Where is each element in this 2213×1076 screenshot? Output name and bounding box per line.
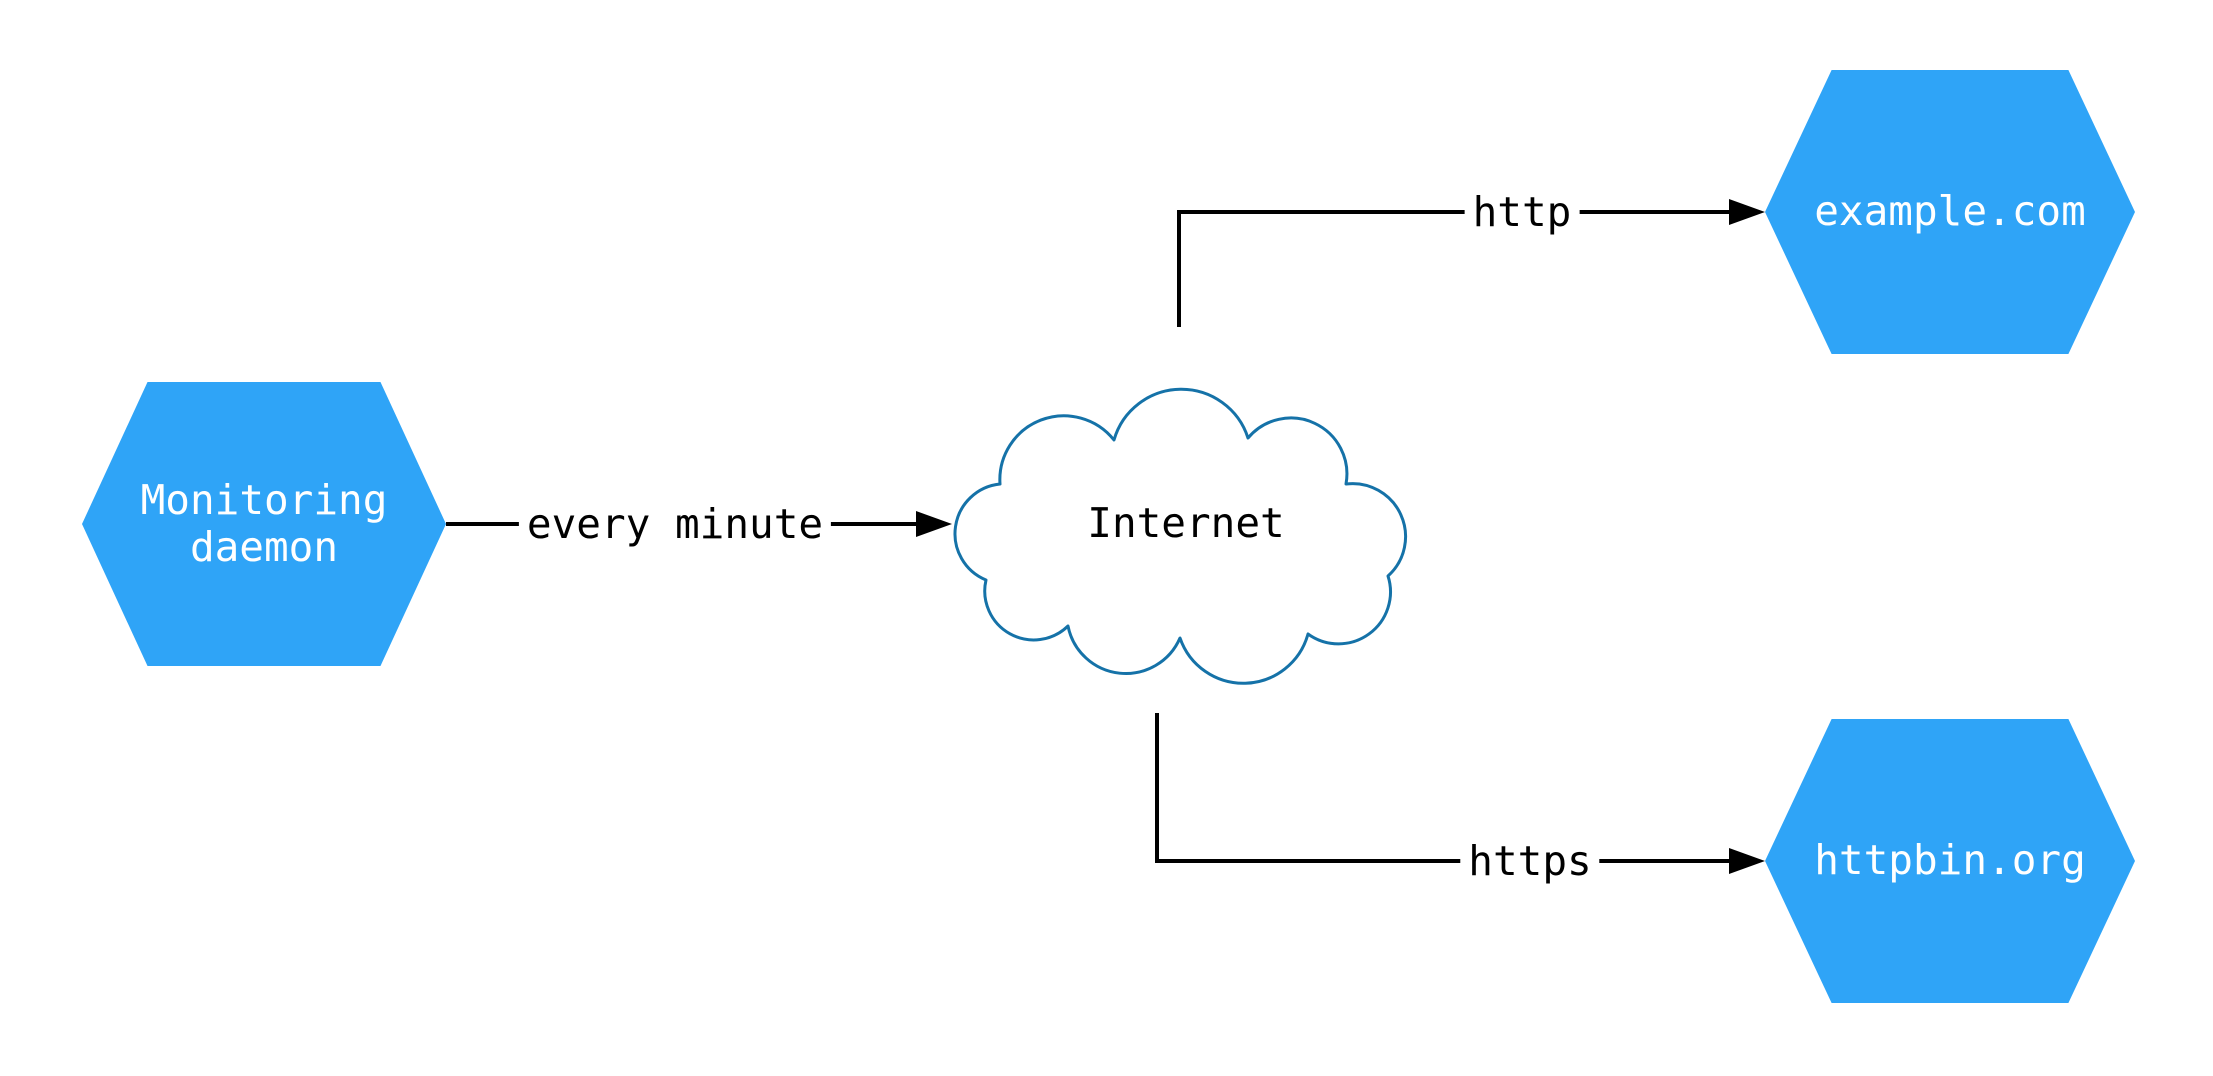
node-monitoring-daemon: Monitoring daemon [82, 382, 446, 666]
arrowhead-every-minute-icon [916, 511, 952, 537]
edge-https-label: https [1460, 837, 1600, 885]
node-httpbin-org: httpbin.org [1765, 719, 2135, 1003]
arrowhead-http-icon [1729, 199, 1765, 225]
node-httpbin-org-label: httpbin.org [1814, 836, 2086, 885]
cloud-shape-icon [953, 387, 1408, 685]
edge-https-line [1155, 713, 1729, 863]
arrowhead-https-icon [1729, 848, 1765, 874]
edge-every-minute-label: every minute [518, 500, 832, 548]
node-example-com: example.com [1765, 70, 2135, 354]
node-example-com-label: example.com [1814, 187, 2086, 236]
edge-http-line [1177, 210, 1729, 327]
node-monitoring-daemon-label: Monitoring daemon [140, 475, 388, 571]
node-internet-label: Internet [1087, 499, 1285, 547]
node-internet-cloud [953, 387, 1408, 685]
edge-http-label: http [1464, 188, 1580, 236]
